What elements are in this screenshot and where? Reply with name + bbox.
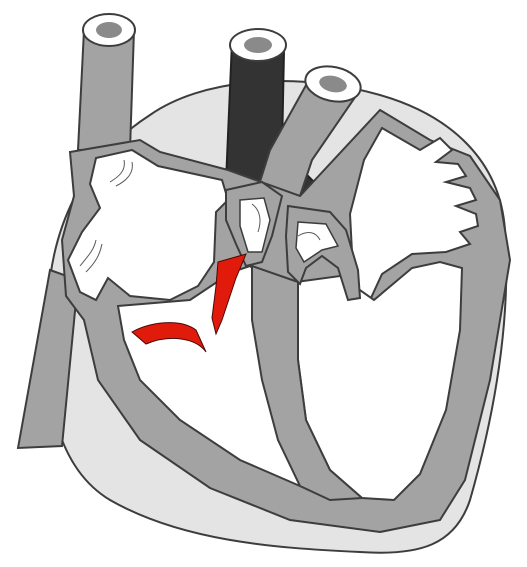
superior-vena-cava (78, 30, 134, 150)
svc-lumen (96, 22, 122, 38)
pulmonary-trunk-lumen (244, 37, 272, 53)
